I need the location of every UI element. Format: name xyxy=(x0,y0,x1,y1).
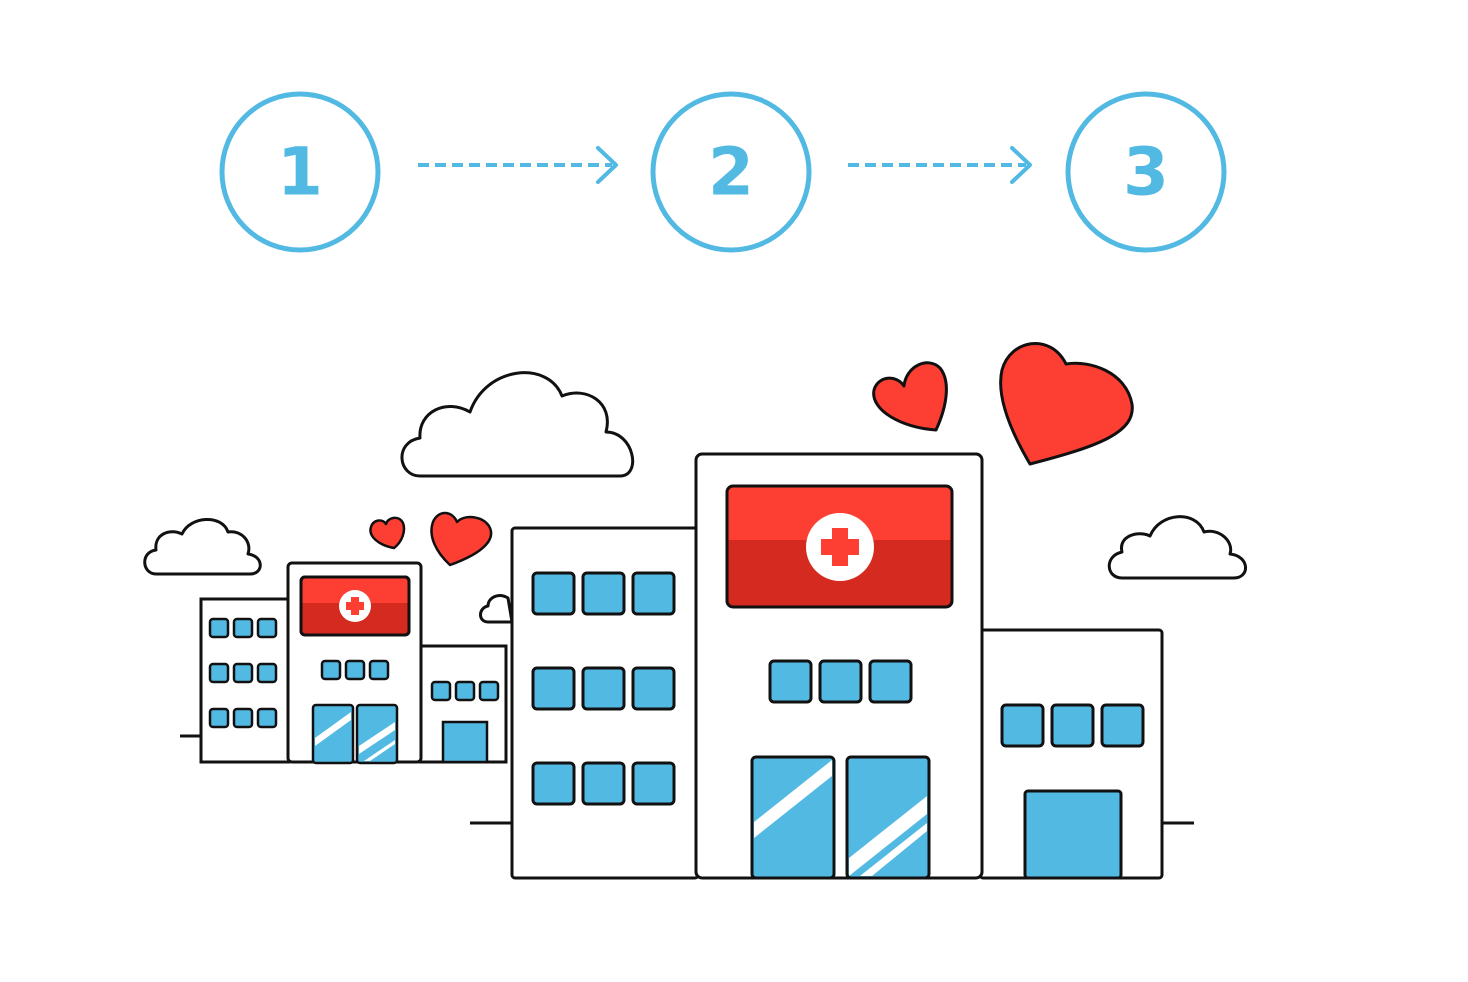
large-side-door xyxy=(1023,789,1123,880)
step-1: 1 xyxy=(219,91,381,253)
heart-icon xyxy=(872,361,948,432)
window-row xyxy=(1000,703,1145,748)
step-1-circle xyxy=(219,91,381,253)
medical-cross-icon xyxy=(806,513,874,581)
step-3-circle xyxy=(1065,91,1227,253)
small-hospital xyxy=(180,511,508,765)
window-grid xyxy=(208,617,278,729)
cloud-icon xyxy=(143,518,262,576)
window-row xyxy=(320,659,390,681)
window-grid xyxy=(531,571,676,806)
steps-row: 1 2 3 xyxy=(219,91,1227,253)
cloud-icon xyxy=(479,594,514,624)
large-hospital xyxy=(470,341,1194,880)
heart-icon xyxy=(999,341,1134,466)
step-2-number: 2 xyxy=(708,134,754,211)
glass-doors xyxy=(311,703,399,765)
step-2: 2 xyxy=(650,91,812,253)
window-row xyxy=(768,659,913,704)
step-3: 3 xyxy=(1065,91,1227,253)
step-1-number: 1 xyxy=(277,134,323,211)
heart-icon xyxy=(430,511,493,567)
hospital-sign xyxy=(299,575,411,637)
glass-doors xyxy=(750,755,931,880)
cloud-icon xyxy=(1107,515,1247,580)
window-row xyxy=(430,680,500,702)
small-side-door xyxy=(441,720,489,764)
hospital-sign xyxy=(725,484,954,609)
step-2-circle xyxy=(650,91,812,253)
heart-icon xyxy=(369,516,406,550)
cloud-icon xyxy=(400,371,635,478)
dashed-arrow-right-icon xyxy=(848,146,1032,184)
step-3-number: 3 xyxy=(1123,134,1169,211)
dashed-arrow-right-icon xyxy=(418,146,618,184)
medical-cross-icon xyxy=(339,590,371,622)
